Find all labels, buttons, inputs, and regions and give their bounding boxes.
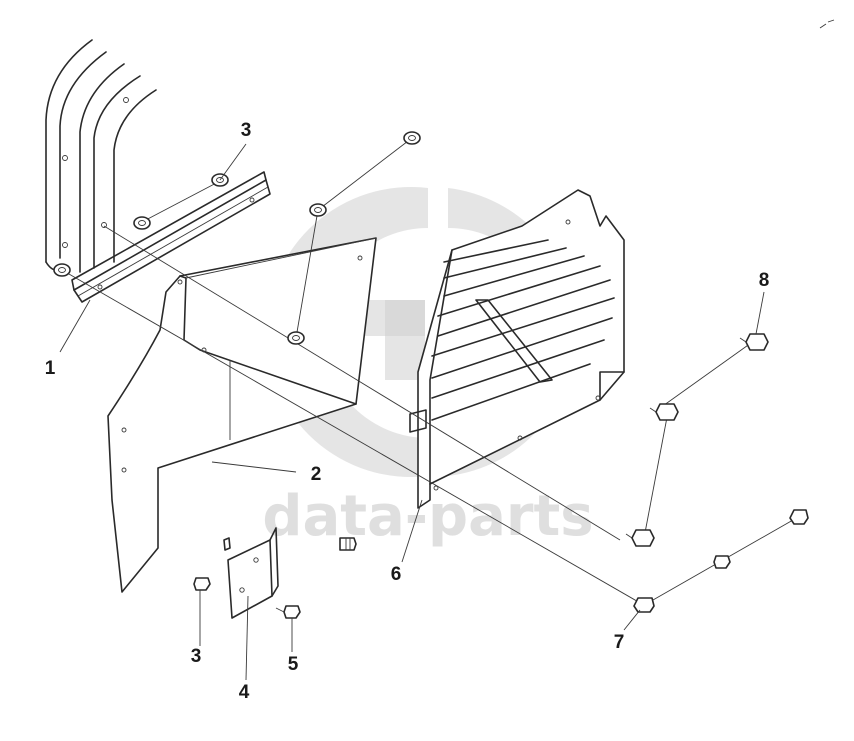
small-clip bbox=[223, 537, 231, 551]
corner-mark bbox=[819, 19, 835, 29]
nut-top-1 bbox=[403, 131, 421, 145]
part-1-angle-strip bbox=[71, 171, 271, 303]
callout-3-bottom: 3 bbox=[191, 646, 202, 667]
nut-7-low bbox=[633, 597, 655, 613]
callout-8: 8 bbox=[759, 270, 770, 291]
part-6-step-guard bbox=[409, 189, 625, 509]
nut-7-mid bbox=[713, 555, 731, 569]
bolt-loose bbox=[339, 537, 357, 551]
bolt-5 bbox=[275, 605, 301, 619]
callout-4: 4 bbox=[239, 682, 250, 703]
callout-2: 2 bbox=[311, 464, 322, 485]
callout-5: 5 bbox=[288, 654, 299, 675]
bolt-8-low bbox=[625, 529, 655, 547]
fender-panel bbox=[45, 39, 157, 273]
nut-fender-1 bbox=[53, 263, 71, 277]
part-4-bracket bbox=[227, 527, 279, 619]
bolt-7-right bbox=[789, 509, 809, 525]
bolt-8-mid bbox=[649, 403, 679, 421]
nut-strip-1 bbox=[133, 216, 151, 230]
callout-1: 1 bbox=[45, 358, 56, 379]
nut-3-bottom bbox=[193, 577, 211, 591]
callout-6: 6 bbox=[391, 564, 402, 585]
callout-7: 7 bbox=[614, 632, 625, 653]
callout-leaders bbox=[59, 143, 765, 681]
bolt-8-top bbox=[739, 333, 769, 351]
part-2-mud-flap bbox=[107, 237, 377, 593]
nut-flap bbox=[287, 331, 305, 345]
callout-3-top: 3 bbox=[241, 120, 252, 141]
nut-top-2 bbox=[309, 203, 327, 217]
